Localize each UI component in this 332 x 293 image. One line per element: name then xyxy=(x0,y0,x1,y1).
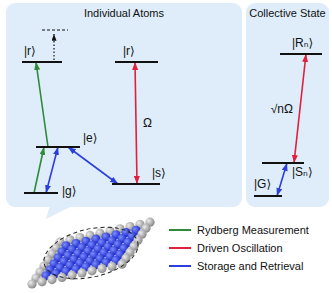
legend-label: Storage and Retrieval xyxy=(197,259,303,273)
ensemble-outline xyxy=(39,219,143,287)
panel-ground xyxy=(6,3,242,207)
transition-arrow xyxy=(36,62,48,147)
panel-heading: Individual Atoms xyxy=(84,3,164,20)
energy-level: |s⟩ xyxy=(112,183,160,185)
energy-level: |r⟩ xyxy=(22,61,62,63)
state-label: |s⟩ xyxy=(152,166,166,180)
legend-entry: Driven Oscillation xyxy=(168,239,309,257)
ionization-level xyxy=(42,29,68,30)
rabi-frequency: Ω xyxy=(143,116,152,130)
transition-arrow xyxy=(135,62,137,184)
energy-level: |Sₙ⟩ xyxy=(262,162,304,164)
legend-line xyxy=(169,247,191,249)
state-label: |Rₙ⟩ xyxy=(292,36,313,50)
ionization-arrow xyxy=(53,34,54,60)
energy-level: |e⟩ xyxy=(36,146,80,148)
atom-sphere xyxy=(47,275,56,284)
atom-sphere xyxy=(37,277,46,286)
atom-sphere xyxy=(87,266,96,275)
panel-grounds xyxy=(6,3,329,207)
callout-tail xyxy=(46,205,74,219)
state-label: |r⟩ xyxy=(123,44,135,58)
edge-label-holder: Ω xyxy=(143,116,152,130)
atom-sphere xyxy=(77,268,86,277)
legend-line-sample xyxy=(168,225,192,235)
state-label: |e⟩ xyxy=(83,131,97,145)
atom-sphere xyxy=(27,279,36,288)
rabi-frequency: √nΩ xyxy=(271,102,293,116)
atom-sphere xyxy=(97,264,106,273)
atom-lattice xyxy=(27,218,154,289)
state-label: |Sₙ⟩ xyxy=(292,165,313,179)
legend-entry: Storage and Retrieval xyxy=(168,257,309,275)
state-label: |G⟩ xyxy=(254,177,271,191)
energy-level: |Rₙ⟩ xyxy=(280,53,322,55)
panel-ground xyxy=(246,3,329,207)
legend: Rydberg MeasurementDriven OscillationSto… xyxy=(168,221,309,275)
legend-line-sample xyxy=(168,261,192,271)
legend-label: Rydberg Measurement xyxy=(197,223,309,237)
transition-arrow xyxy=(294,54,306,163)
energy-level: |g⟩ xyxy=(24,192,58,194)
energy-level: |r⟩ xyxy=(115,61,158,63)
transition-arrow xyxy=(68,147,118,184)
transition-arrow xyxy=(46,147,58,193)
panel-heading: Collective State xyxy=(249,3,325,20)
state-label: |r⟩ xyxy=(24,44,36,58)
transition-arrow xyxy=(277,163,287,196)
legend-line xyxy=(169,265,191,267)
atom-sphere xyxy=(117,260,126,269)
edge-label-holder: √nΩ xyxy=(271,102,293,116)
legend-line xyxy=(169,229,191,231)
transition-arrow xyxy=(34,147,44,193)
legend-line-sample xyxy=(168,243,192,253)
energy-level: |G⟩ xyxy=(254,195,282,197)
legend-entry: Rydberg Measurement xyxy=(168,221,309,239)
legend-label: Driven Oscillation xyxy=(197,241,283,255)
state-label: |g⟩ xyxy=(62,184,76,198)
panel-box: |r⟩ |e⟩ |g⟩ |r⟩ |s⟩ Individual Atoms xyxy=(6,3,242,207)
